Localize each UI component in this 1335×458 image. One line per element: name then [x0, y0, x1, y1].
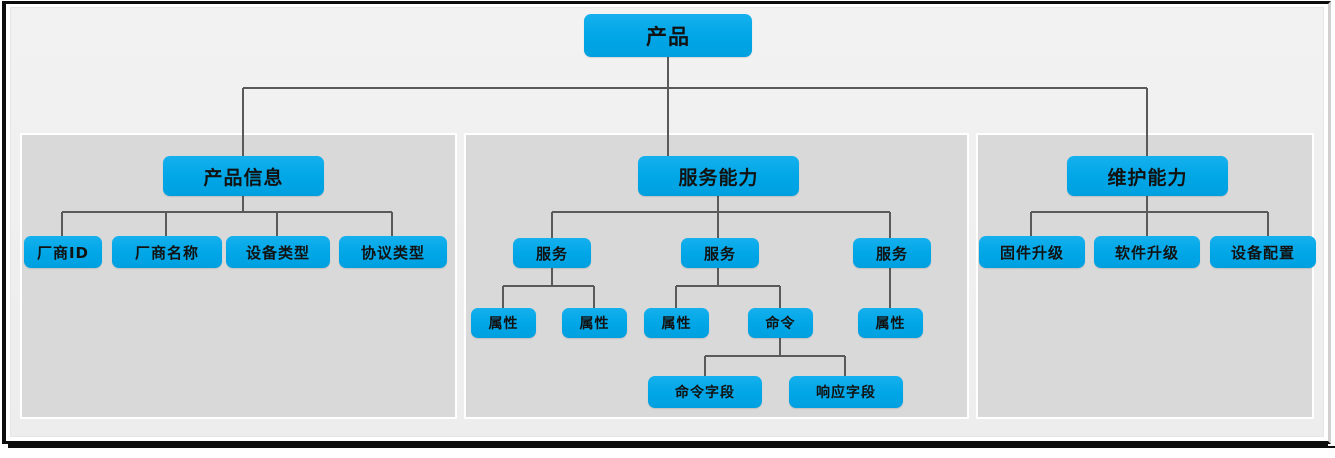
product-info-group [20, 133, 457, 419]
node-device-config[interactable]: 设备配置 [1210, 236, 1316, 268]
node-vendor-id[interactable]: 厂商ID [24, 236, 102, 268]
node-protocol-type[interactable]: 协议类型 [339, 236, 447, 268]
node-service-2[interactable]: 服务 [681, 238, 759, 268]
node-command-field[interactable]: 命令字段 [648, 376, 762, 408]
node-firmware-upgrade[interactable]: 固件升级 [979, 236, 1085, 268]
node-command-1[interactable]: 命令 [748, 308, 813, 338]
node-service-1[interactable]: 服务 [513, 238, 591, 268]
node-service-3[interactable]: 服务 [853, 238, 931, 268]
node-attribute-2[interactable]: 属性 [562, 308, 627, 338]
frame-right-gutter [1328, 6, 1335, 446]
frame-bottom-shadow [8, 441, 1335, 448]
node-product-info[interactable]: 产品信息 [163, 156, 324, 196]
node-attribute-1[interactable]: 属性 [471, 308, 536, 338]
node-service-capability[interactable]: 服务能力 [638, 156, 799, 196]
node-response-field[interactable]: 响应字段 [789, 376, 903, 408]
node-attribute-3[interactable]: 属性 [644, 308, 709, 338]
node-device-type[interactable]: 设备类型 [226, 236, 330, 268]
node-vendor-name[interactable]: 厂商名称 [112, 236, 222, 268]
node-attribute-4[interactable]: 属性 [858, 308, 923, 338]
node-software-upgrade[interactable]: 软件升级 [1094, 236, 1200, 268]
node-maintenance-capability[interactable]: 维护能力 [1067, 156, 1228, 196]
node-root-product[interactable]: 产品 [584, 14, 752, 57]
